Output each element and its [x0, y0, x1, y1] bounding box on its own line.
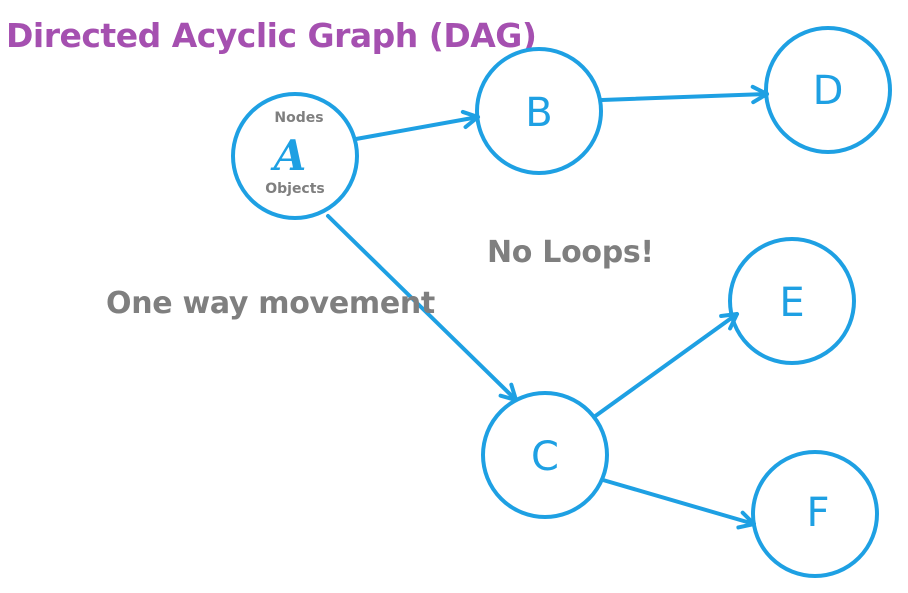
annotation-no-loops: No Loops!	[487, 235, 654, 270]
node-f-label: F	[806, 490, 829, 536]
edge-c-e	[592, 312, 739, 419]
node-a-top-note: Nodes	[274, 110, 323, 126]
node-f: F	[751, 450, 879, 578]
node-a-circle	[231, 92, 359, 220]
edge-line	[354, 115, 480, 141]
node-d-circle	[764, 26, 892, 154]
node-b-label: B	[525, 90, 552, 136]
node-d: D	[764, 26, 892, 154]
node-c-label: C	[531, 434, 559, 480]
diagram-title: Directed Acyclic Graph (DAG)	[6, 16, 536, 55]
node-c: C	[481, 391, 609, 519]
node-a: Nodes A Objects	[231, 92, 359, 220]
edge-line	[592, 312, 739, 419]
node-a-bottom-note: Objects	[265, 181, 325, 197]
edge-b-d	[600, 84, 769, 105]
node-e: E	[728, 237, 856, 365]
node-b: B	[475, 47, 603, 175]
node-f-circle	[751, 450, 879, 578]
edge-line	[326, 214, 518, 402]
annotation-one-way: One way movement	[106, 286, 435, 321]
edge-c-f	[601, 478, 756, 530]
node-d-label: D	[813, 68, 844, 114]
node-b-circle	[475, 47, 603, 175]
node-a-label: A	[270, 131, 307, 180]
edge-a-b	[354, 109, 480, 141]
edges-layer	[326, 84, 769, 530]
node-e-circle	[728, 237, 856, 365]
edge-line	[600, 92, 769, 102]
edge-line	[601, 478, 756, 526]
node-e-label: E	[779, 280, 804, 326]
node-c-circle	[481, 391, 609, 519]
